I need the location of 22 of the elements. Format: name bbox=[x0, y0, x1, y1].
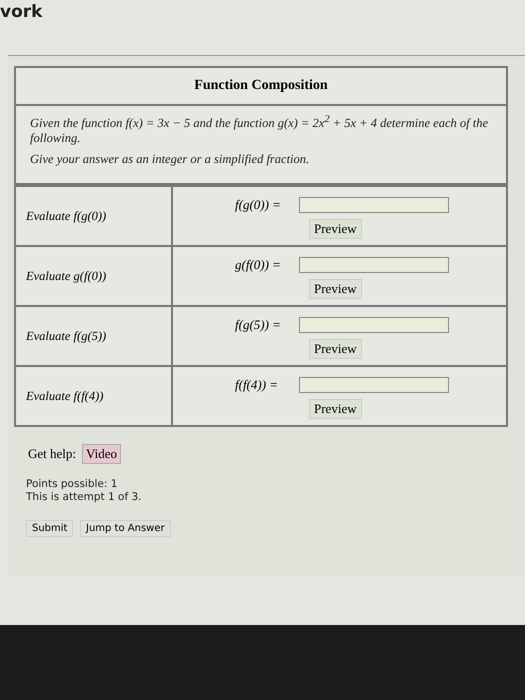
question-text: Evaluate g(f(0)) bbox=[26, 268, 106, 284]
equation-label: f(g(0)) = bbox=[235, 197, 281, 214]
jump-to-answer-button: Jump to Answer bbox=[80, 520, 171, 537]
attempt-text: This is attempt 1 of 3. bbox=[26, 491, 142, 504]
equation-label: g(f(0)) = bbox=[235, 257, 281, 274]
table-title: Function Composition bbox=[16, 68, 506, 106]
question-text: Evaluate f(g(5)) bbox=[26, 328, 106, 344]
question-text: Evaluate f(g(0)) bbox=[26, 208, 106, 224]
points-text: Points possible: 1 bbox=[26, 478, 118, 491]
instruction-text: Given the function f(x) = 3x − 5 and the function g(x) = 2x$^{2}$ + 5x + 4 determine each of the following. bbox=[30, 114, 490, 146]
page-heading: vork bbox=[0, 2, 42, 22]
preview-button: Preview bbox=[309, 399, 362, 420]
preview-button: Preview bbox=[309, 279, 362, 300]
instruction-text: Give your answer as an integer or a simplified fraction. bbox=[30, 152, 310, 168]
equation-label: f(g(5)) = bbox=[235, 317, 281, 334]
question-text: Evaluate f(f(4)) bbox=[26, 388, 104, 404]
submit-button: Submit bbox=[26, 520, 74, 537]
preview-button: Preview bbox=[309, 219, 362, 240]
video-button: Video bbox=[82, 444, 121, 464]
preview-button: Preview bbox=[309, 339, 362, 360]
equation-label: f(f(4)) = bbox=[235, 377, 278, 394]
help-label: Get help: bbox=[28, 446, 76, 462]
